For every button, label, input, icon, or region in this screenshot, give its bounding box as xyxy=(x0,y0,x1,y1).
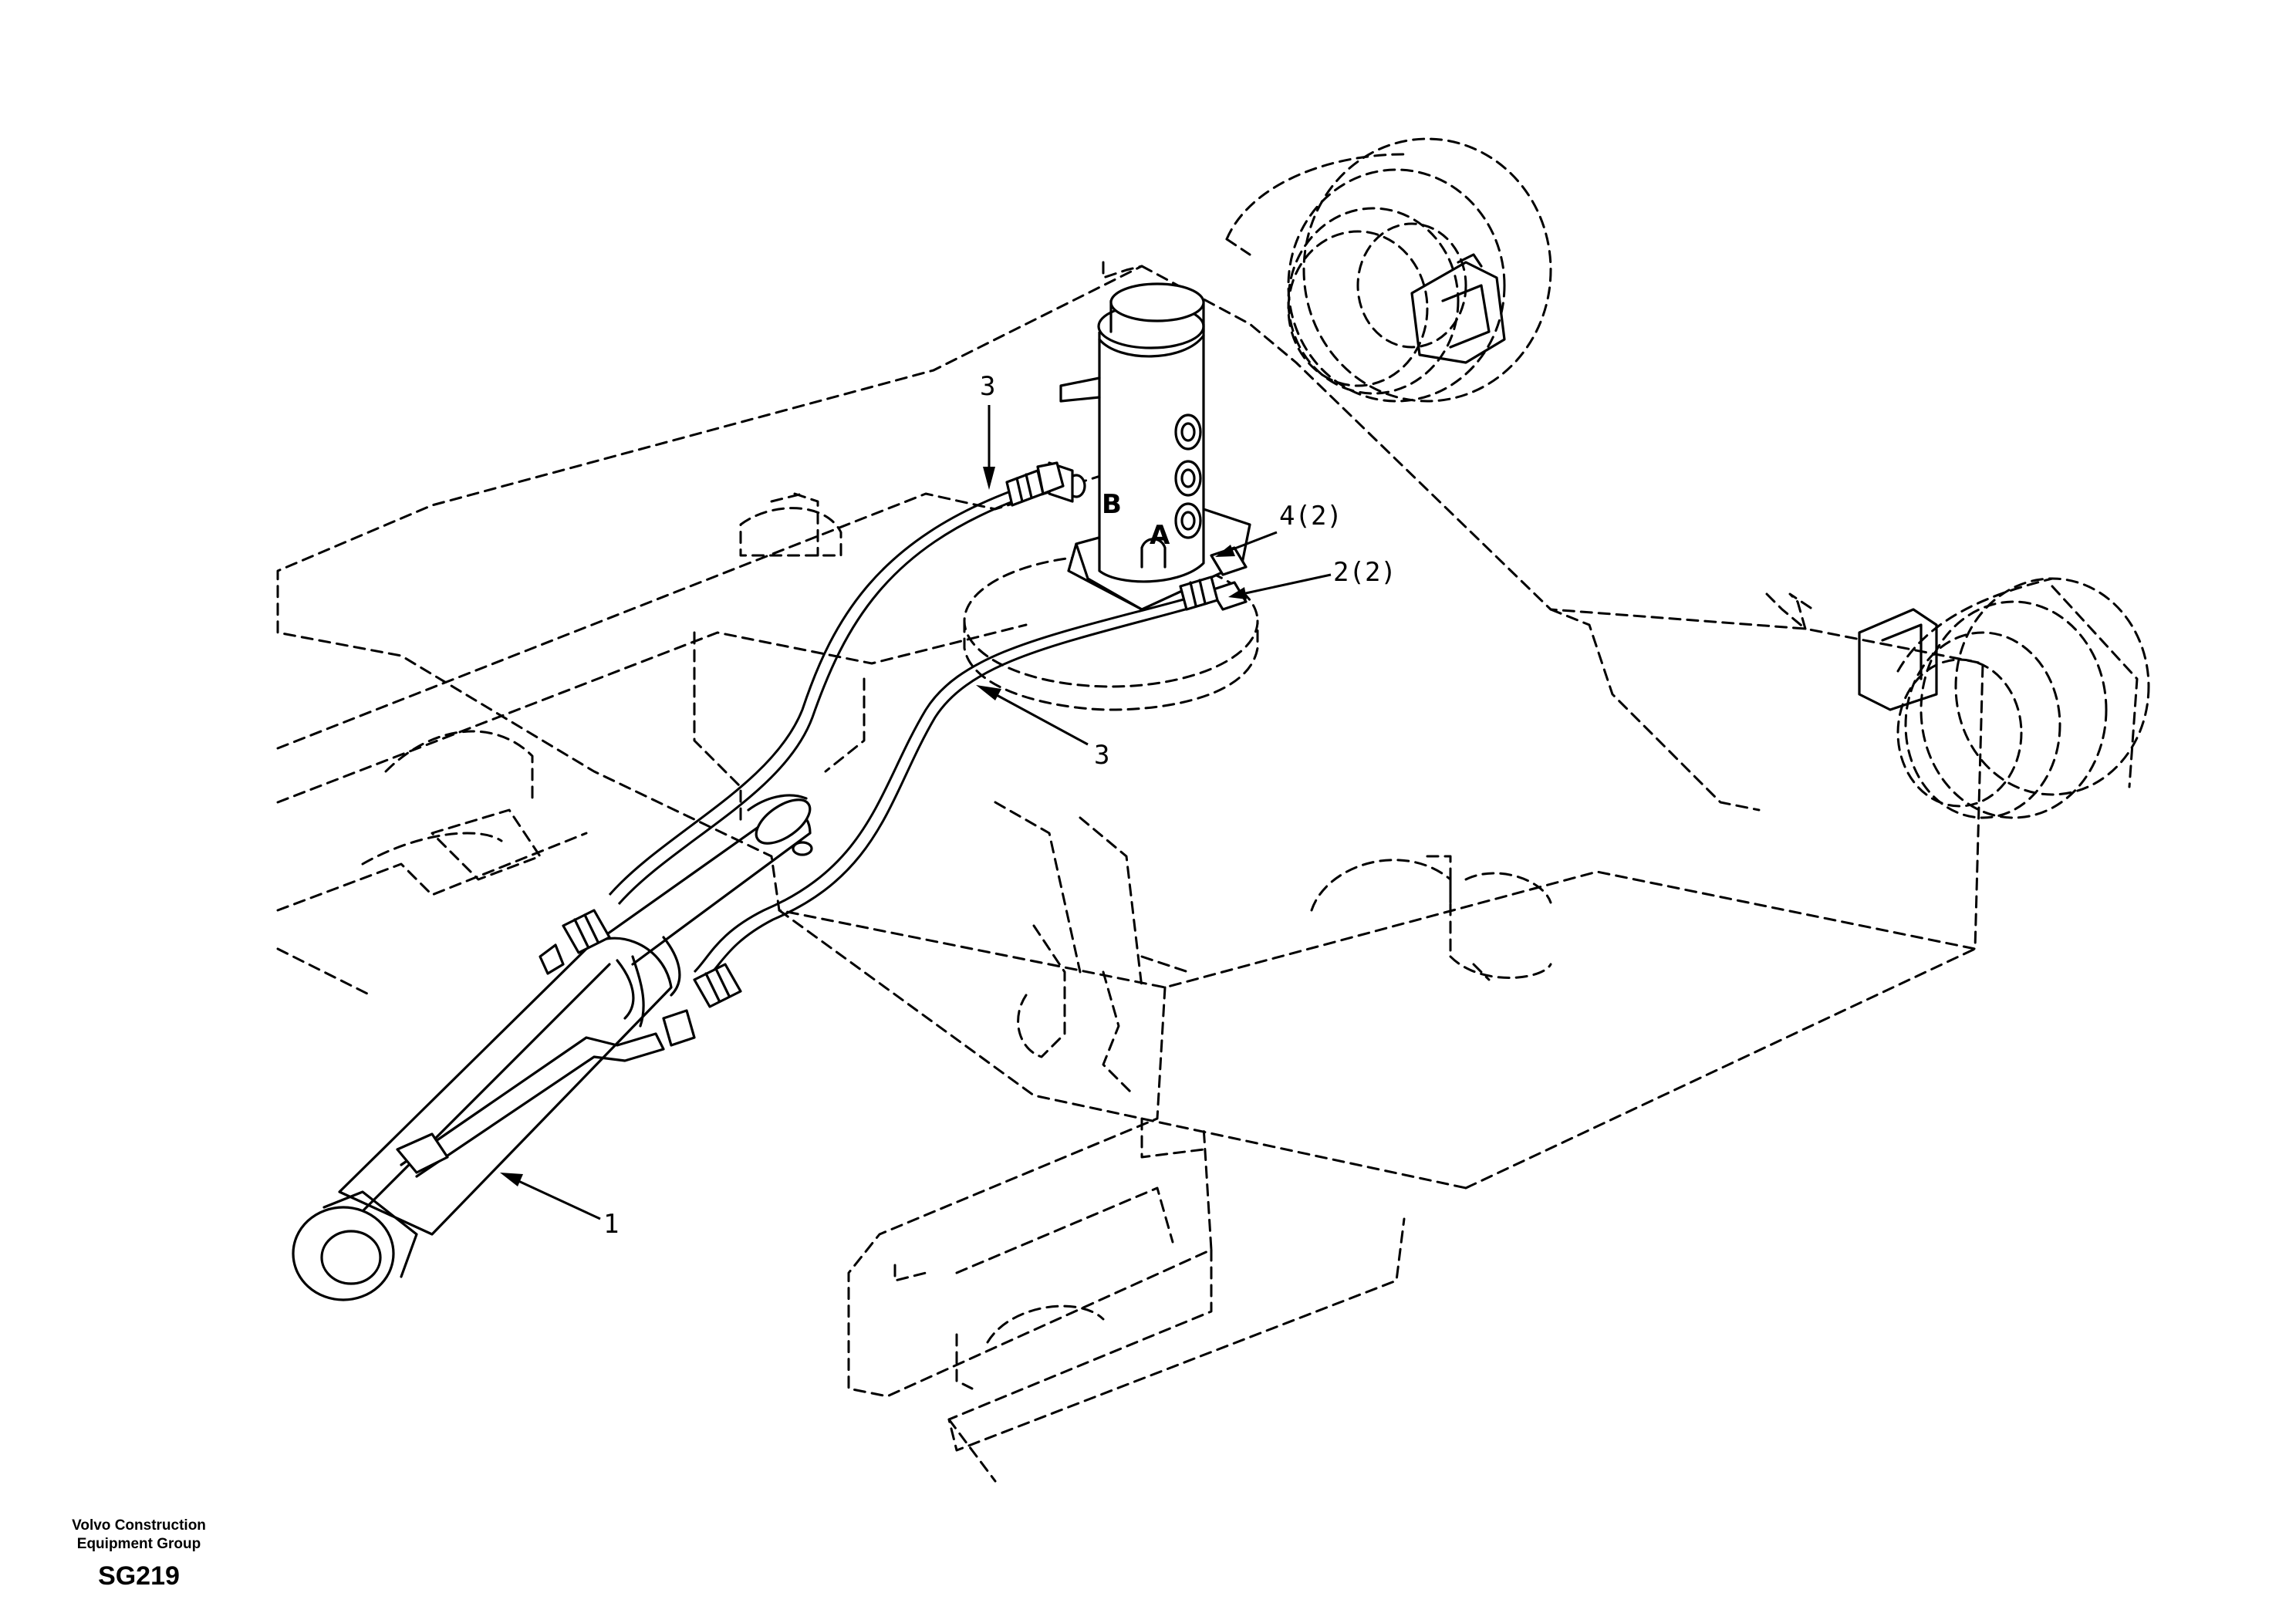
callout-1: 1 xyxy=(500,1173,619,1240)
port-a-label: A xyxy=(1150,520,1170,551)
company-name-line1: Volvo Construction xyxy=(72,1517,206,1534)
callout-3-mid: 3 xyxy=(976,685,1109,771)
callout-2: 2(2) xyxy=(1228,557,1396,599)
travel-motor-top xyxy=(1225,137,1552,403)
callout-4-label: 4(2) xyxy=(1279,501,1342,532)
callout-3-top: 3 xyxy=(980,371,995,490)
hose-a xyxy=(693,575,1219,981)
drawing-code: SG219 xyxy=(98,1561,180,1591)
company-name-line2: Equipment Group xyxy=(76,1536,201,1552)
travel-motor-right xyxy=(1858,577,2150,819)
callout-3-mid-label: 3 xyxy=(1094,740,1109,771)
swivel-joint: B A xyxy=(1048,282,1251,611)
callout-4: 4(2) xyxy=(1215,501,1342,557)
callout-2-label: 2(2) xyxy=(1333,557,1396,588)
undercarriage-frame xyxy=(276,261,1984,1483)
hose-b xyxy=(608,461,1065,905)
hydraulic-cylinder xyxy=(292,794,813,1301)
callout-3-top-label: 3 xyxy=(980,371,995,402)
footer-block: Volvo Construction Equipment Group SG219 xyxy=(46,1517,231,1591)
callout-1-label: 1 xyxy=(603,1209,619,1240)
port-b-label: B xyxy=(1102,489,1122,520)
